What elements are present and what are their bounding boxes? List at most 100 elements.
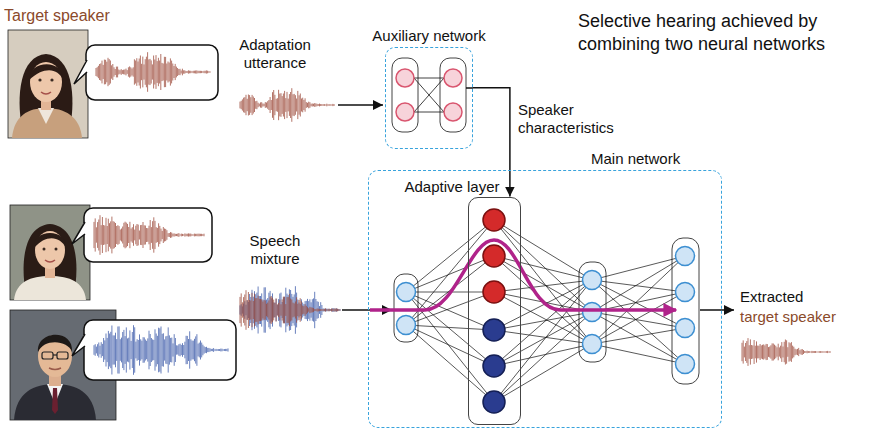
auxiliary-network-layers xyxy=(392,58,418,132)
speaker-photo xyxy=(53,354,57,355)
signal-label: Adaptation utterance xyxy=(225,36,325,72)
adaptive-layer-box: Adaptive layer xyxy=(468,197,521,425)
input-arrow xyxy=(338,104,383,106)
connection-line xyxy=(406,325,494,402)
target-speaker-photo xyxy=(50,78,53,81)
node-heading: Auxiliary network xyxy=(372,27,485,45)
speech-bubble xyxy=(84,320,236,380)
target-speaker-photo xyxy=(8,30,88,138)
speech-bubble xyxy=(72,208,212,262)
neuron xyxy=(483,355,505,377)
connector-label: Speaker characteristics xyxy=(518,101,643,137)
connection-line xyxy=(494,280,592,402)
target-speaker-photo xyxy=(29,64,63,80)
connection-line xyxy=(494,344,592,366)
auxiliary-network-layers xyxy=(392,58,473,132)
speaker-photo xyxy=(10,205,90,300)
waveform xyxy=(240,286,340,334)
waveform xyxy=(94,215,204,255)
connection-line xyxy=(592,344,685,364)
connection-line xyxy=(592,280,685,292)
speaker-photo xyxy=(10,205,90,300)
auxiliary-network-layers xyxy=(444,69,462,87)
node-heading: Main network xyxy=(591,150,680,168)
node-heading: Adaptive layer xyxy=(404,178,499,196)
auxiliary-network-layers xyxy=(466,87,473,89)
auxiliary-network-layers xyxy=(396,103,414,121)
speech-bubble xyxy=(84,208,212,262)
neuron xyxy=(676,283,695,302)
waveform xyxy=(240,290,340,330)
selective-path xyxy=(370,240,676,310)
target-speaker-photo xyxy=(38,108,54,124)
speaker-photo xyxy=(57,352,68,359)
neuron xyxy=(583,335,602,354)
speech-bubble xyxy=(72,222,85,244)
speaker-photo xyxy=(38,335,72,377)
speech-bubble xyxy=(74,45,218,100)
speaker-photo xyxy=(43,248,46,251)
connection-line xyxy=(494,280,592,292)
connection-line xyxy=(592,256,685,280)
main-network-layers xyxy=(394,274,418,342)
speaker-photo xyxy=(42,352,53,359)
waveform xyxy=(94,325,228,375)
connection-line xyxy=(406,220,494,292)
auxiliary-network-layers xyxy=(414,78,444,112)
speech-bubble xyxy=(74,60,87,84)
note-text: Selective hearing achieved by combining … xyxy=(578,10,840,55)
waveforms xyxy=(94,52,830,375)
target-speaker-photo xyxy=(8,30,88,138)
connection-line xyxy=(406,256,494,292)
neuron xyxy=(397,283,416,302)
target-speaker-photo xyxy=(41,92,51,94)
connection-line xyxy=(406,325,494,366)
neuron xyxy=(483,391,505,413)
neuron xyxy=(483,245,505,267)
connection-line xyxy=(592,312,685,364)
neuron xyxy=(397,316,416,335)
output-label: Extracted xyxy=(740,288,803,306)
neuron xyxy=(483,319,505,341)
auxiliary-network-layers xyxy=(440,58,466,132)
neuron xyxy=(483,209,505,231)
auxiliary-network-layers xyxy=(414,78,444,112)
waveform xyxy=(240,88,334,122)
connection-line xyxy=(494,256,592,280)
neuron xyxy=(676,355,695,374)
connection-line xyxy=(406,292,494,366)
neuron xyxy=(676,319,695,338)
auxiliary-network-layers xyxy=(414,112,444,113)
neuron xyxy=(676,247,695,266)
speech-bubble xyxy=(72,334,85,356)
speaker-photo xyxy=(55,248,58,251)
auxiliary-network-layers xyxy=(414,78,444,79)
connection-line xyxy=(592,256,685,312)
output-arrow xyxy=(700,309,734,311)
speaker-photo xyxy=(45,260,55,262)
connection-line xyxy=(592,280,685,364)
auxiliary-network-layers xyxy=(396,69,414,87)
connection-line xyxy=(592,256,685,344)
auxiliary-network-box: Auxiliary network xyxy=(385,47,473,149)
speaker-photo xyxy=(49,368,61,370)
speaker-photo xyxy=(14,276,86,300)
auxiliary-network-layers xyxy=(444,103,462,121)
connection-line xyxy=(592,328,685,344)
speech-bubble xyxy=(86,45,218,100)
speaker-photo xyxy=(38,335,72,352)
target-speaker-photo xyxy=(12,108,82,138)
connection-line xyxy=(494,280,592,330)
neuron xyxy=(583,271,602,290)
waveform xyxy=(742,338,830,366)
connection-line xyxy=(494,312,592,366)
main-network-layers xyxy=(672,238,699,384)
speech-bubble xyxy=(72,320,236,380)
main-network-box: Main networkAdaptive layer xyxy=(368,170,722,428)
neuron xyxy=(583,303,602,322)
connection-line xyxy=(494,330,592,344)
waveform xyxy=(96,52,210,92)
connection-line xyxy=(406,325,494,330)
